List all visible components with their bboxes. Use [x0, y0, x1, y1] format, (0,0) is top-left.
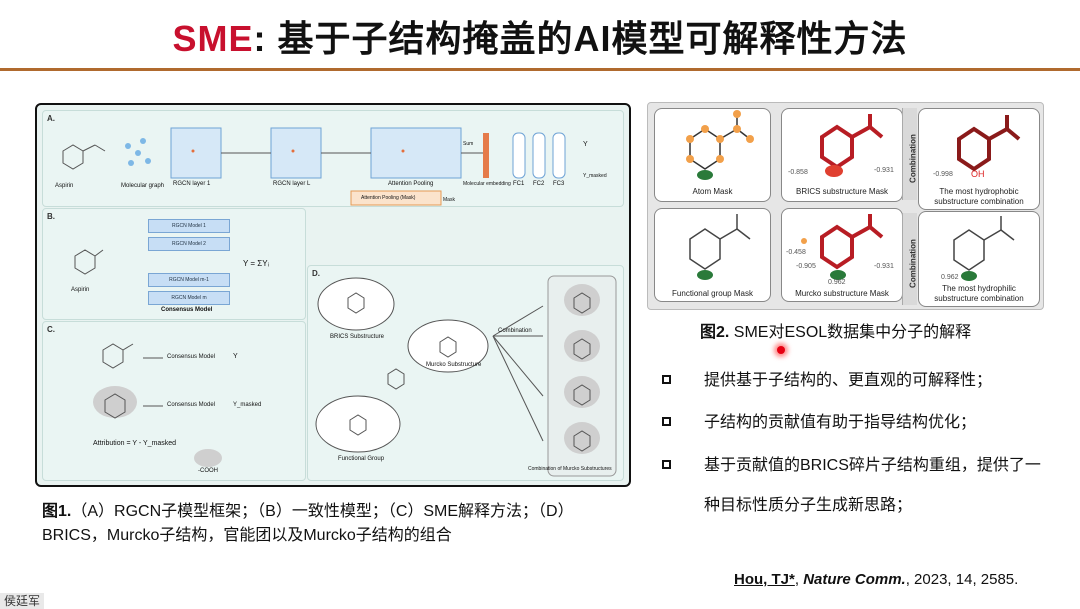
speaker-name-badge: 侯廷军 [0, 593, 44, 609]
bullet-square-icon [662, 417, 671, 426]
panel-b-model-m: RGCN Model m [148, 291, 230, 305]
fig2-hydrophilic-molecule [953, 216, 1015, 281]
fig2-combination-bar-bottom: Combination [902, 213, 918, 305]
fig2-hydrophobic-value: -0.998 [933, 171, 953, 178]
panel-a-pooling: Attention Pooling [388, 181, 434, 187]
panel-b-model-m-1: RGCN Model m-1 [148, 273, 230, 287]
bullet-text-1: 提供基于子结构的、更直观的可解释性； [704, 372, 993, 389]
page-title: SME: 基于子结构掩盖的AI模型可解释性方法 [0, 10, 1080, 62]
title-divider [0, 68, 1080, 71]
citation-details: , 2023, 14, 2585. [905, 571, 1019, 588]
fig2-atom-mask-molecule [686, 110, 754, 180]
panel-b-molecule-label: Aspirin [71, 287, 90, 293]
panel-c-label: C. [47, 325, 55, 334]
fig2-atom-mask: Atom Mask [654, 108, 771, 202]
panel-a: A. Aspirin Molecular graph RGCN layer 1 … [42, 110, 624, 207]
panel-a-layer-l: RGCN layer L [273, 181, 311, 187]
fig2-combination-bar-top: Combination [902, 108, 918, 200]
fig2-murcko-label: Murcko substructure Mask [795, 289, 889, 298]
panel-a-label: A. [47, 114, 55, 123]
caption-figure-1: 图1.（A）RGCN子模型框架；（B）一致性模型；（C）SME解释方法；（D）B… [42, 500, 632, 548]
caption-1-number: 图1. [42, 503, 72, 520]
figure-2: Atom Mask -0.858 -0.931 BRICS substructu… [647, 102, 1044, 310]
panel-d-brics: BRICS Substructure [330, 334, 385, 340]
panel-a-out-ymask: Y_masked [583, 173, 607, 179]
fig2-hydrophobic-atom: OH [971, 169, 985, 179]
title-accent: SME [172, 18, 254, 59]
panel-d-murcko: Murcko Substructure [426, 362, 482, 368]
panel-b-label: B. [47, 212, 55, 221]
fig2-hydrophilic-value: 0.962 [941, 274, 959, 281]
panel-d-diagram [315, 275, 617, 477]
fig2-murcko-mask: -0.458 -0.905 0.962 -0.931 Murcko substr… [781, 208, 903, 302]
panel-a-layer-1: RGCN layer 1 [173, 181, 211, 187]
citation: Hou, TJ*, Nature Comm., 2023, 14, 2585. [734, 571, 1019, 588]
citation-author: Hou, TJ* [734, 571, 795, 588]
panel-a-graph: Molecular graph [121, 183, 165, 189]
bullet-text-3: 基于贡献值的BRICS碎片子结构重组，提供了一种目标性质分子生成新思路； [704, 457, 1041, 514]
fig2-combination-text-top: Combination [908, 134, 918, 183]
panel-b-formula: Y = ΣYᵢ [243, 259, 269, 268]
fig2-hydrophobic: -0.998 OH The most hydrophobic substruct… [918, 108, 1040, 210]
panel-a-mask: Mask [443, 197, 455, 203]
fig2-functional-label: Functional group Mask [672, 289, 753, 298]
panel-c: C. Consensus Model Y Consensus Model Y_m… [42, 321, 306, 481]
bullet-square-icon [662, 375, 671, 384]
panel-a-molecule: Aspirin [55, 183, 74, 189]
panel-d-label: D. [312, 269, 320, 278]
bullet-square-icon [662, 460, 671, 469]
panel-c-consensus-2: Consensus Model [167, 402, 216, 408]
caption-2-number: 图2. [700, 324, 730, 341]
panel-d-combination: Combination [498, 328, 532, 334]
fig2-atom-mask-label: Atom Mask [692, 187, 733, 196]
fig2-hydrophilic: 0.962 The most hydrophilic substructure … [918, 211, 1040, 307]
fig2-combination-text-bottom: Combination [908, 239, 918, 288]
fig2-brics-label: BRICS substructure Mask [795, 187, 889, 196]
panel-a-embedding: Molecular embedding [463, 181, 511, 187]
panel-a-out-y: Y [583, 141, 588, 148]
bullet-text-2: 子结构的贡献值有助于指导结构优化； [704, 414, 977, 431]
panel-b: B. Aspirin RGCN Model 1 RGCN Model 2 RGC… [42, 208, 306, 320]
laser-pointer-dot [777, 346, 785, 354]
panel-b-molecule-icon [74, 249, 104, 275]
panel-b-model-2: RGCN Model 2 [148, 237, 230, 251]
fig2-functional-molecule [689, 214, 751, 280]
panel-b-model-1: RGCN Model 1 [148, 219, 230, 233]
panel-c-out-y: Y [233, 353, 238, 360]
fig2-hydrophilic-label: The most hydrophilic substructure combin… [934, 284, 1024, 303]
fig2-murcko-molecule [801, 214, 884, 280]
fig2-functional-mask: Functional group Mask [654, 208, 771, 302]
panel-d-functional: Functional Group [338, 456, 385, 462]
panel-a-pooling-mask: Attention Pooling (Mask) [361, 195, 416, 201]
fig2-murcko-value-1: -0.458 [786, 249, 806, 256]
panel-a-fc1: FC1 [513, 181, 525, 187]
caption-figure-2: 图2. SME对ESOL数据集中分子的解释 [700, 318, 971, 342]
panel-b-consensus: Consensus Model [161, 307, 213, 313]
panel-c-attribution: Attribution = Y - Y_masked [93, 440, 177, 447]
panel-c-molecules [93, 343, 222, 467]
fig2-brics-value-2: -0.931 [874, 167, 894, 174]
panel-a-fc2: FC2 [533, 181, 545, 187]
panel-a-diagram [62, 127, 566, 206]
caption-2-text: SME对ESOL数据集中分子的解释 [729, 324, 972, 341]
fig2-murcko-value-2: -0.905 [796, 263, 816, 270]
panel-c-consensus-1: Consensus Model [167, 354, 216, 360]
fig2-hydrophobic-label: The most hydrophobic substructure combin… [934, 187, 1024, 206]
panel-c-group: -COOH [198, 468, 218, 474]
fig2-brics-mask: -0.858 -0.931 BRICS substructure Mask [781, 108, 903, 202]
panel-c-out-ymask: Y_masked [233, 402, 262, 408]
citation-journal: Nature Comm. [803, 571, 906, 588]
panel-d: D. BRICS Substructure Murcko Substructur [307, 265, 624, 481]
title-rest: : 基于子结构掩盖的AI模型可解释性方法 [253, 18, 908, 59]
figure-1: A. Aspirin Molecular graph RGCN layer 1 … [35, 103, 631, 487]
panel-a-sum: Sum [463, 141, 474, 147]
caption-1-text: （A）RGCN子模型框架；（B）一致性模型；（C）SME解释方法；（D）BRIC… [42, 503, 574, 544]
fig2-brics-value-1: -0.858 [788, 169, 808, 176]
fig2-murcko-value-3: 0.962 [828, 279, 846, 286]
panel-a-fc3: FC3 [553, 181, 565, 187]
fig2-hydrophobic-molecule [957, 115, 1021, 172]
panel-d-combination-label: Combination of Murcko Substructures [528, 466, 612, 472]
fig2-murcko-value-4: -0.931 [874, 263, 894, 270]
fig2-brics-molecule [820, 114, 884, 177]
